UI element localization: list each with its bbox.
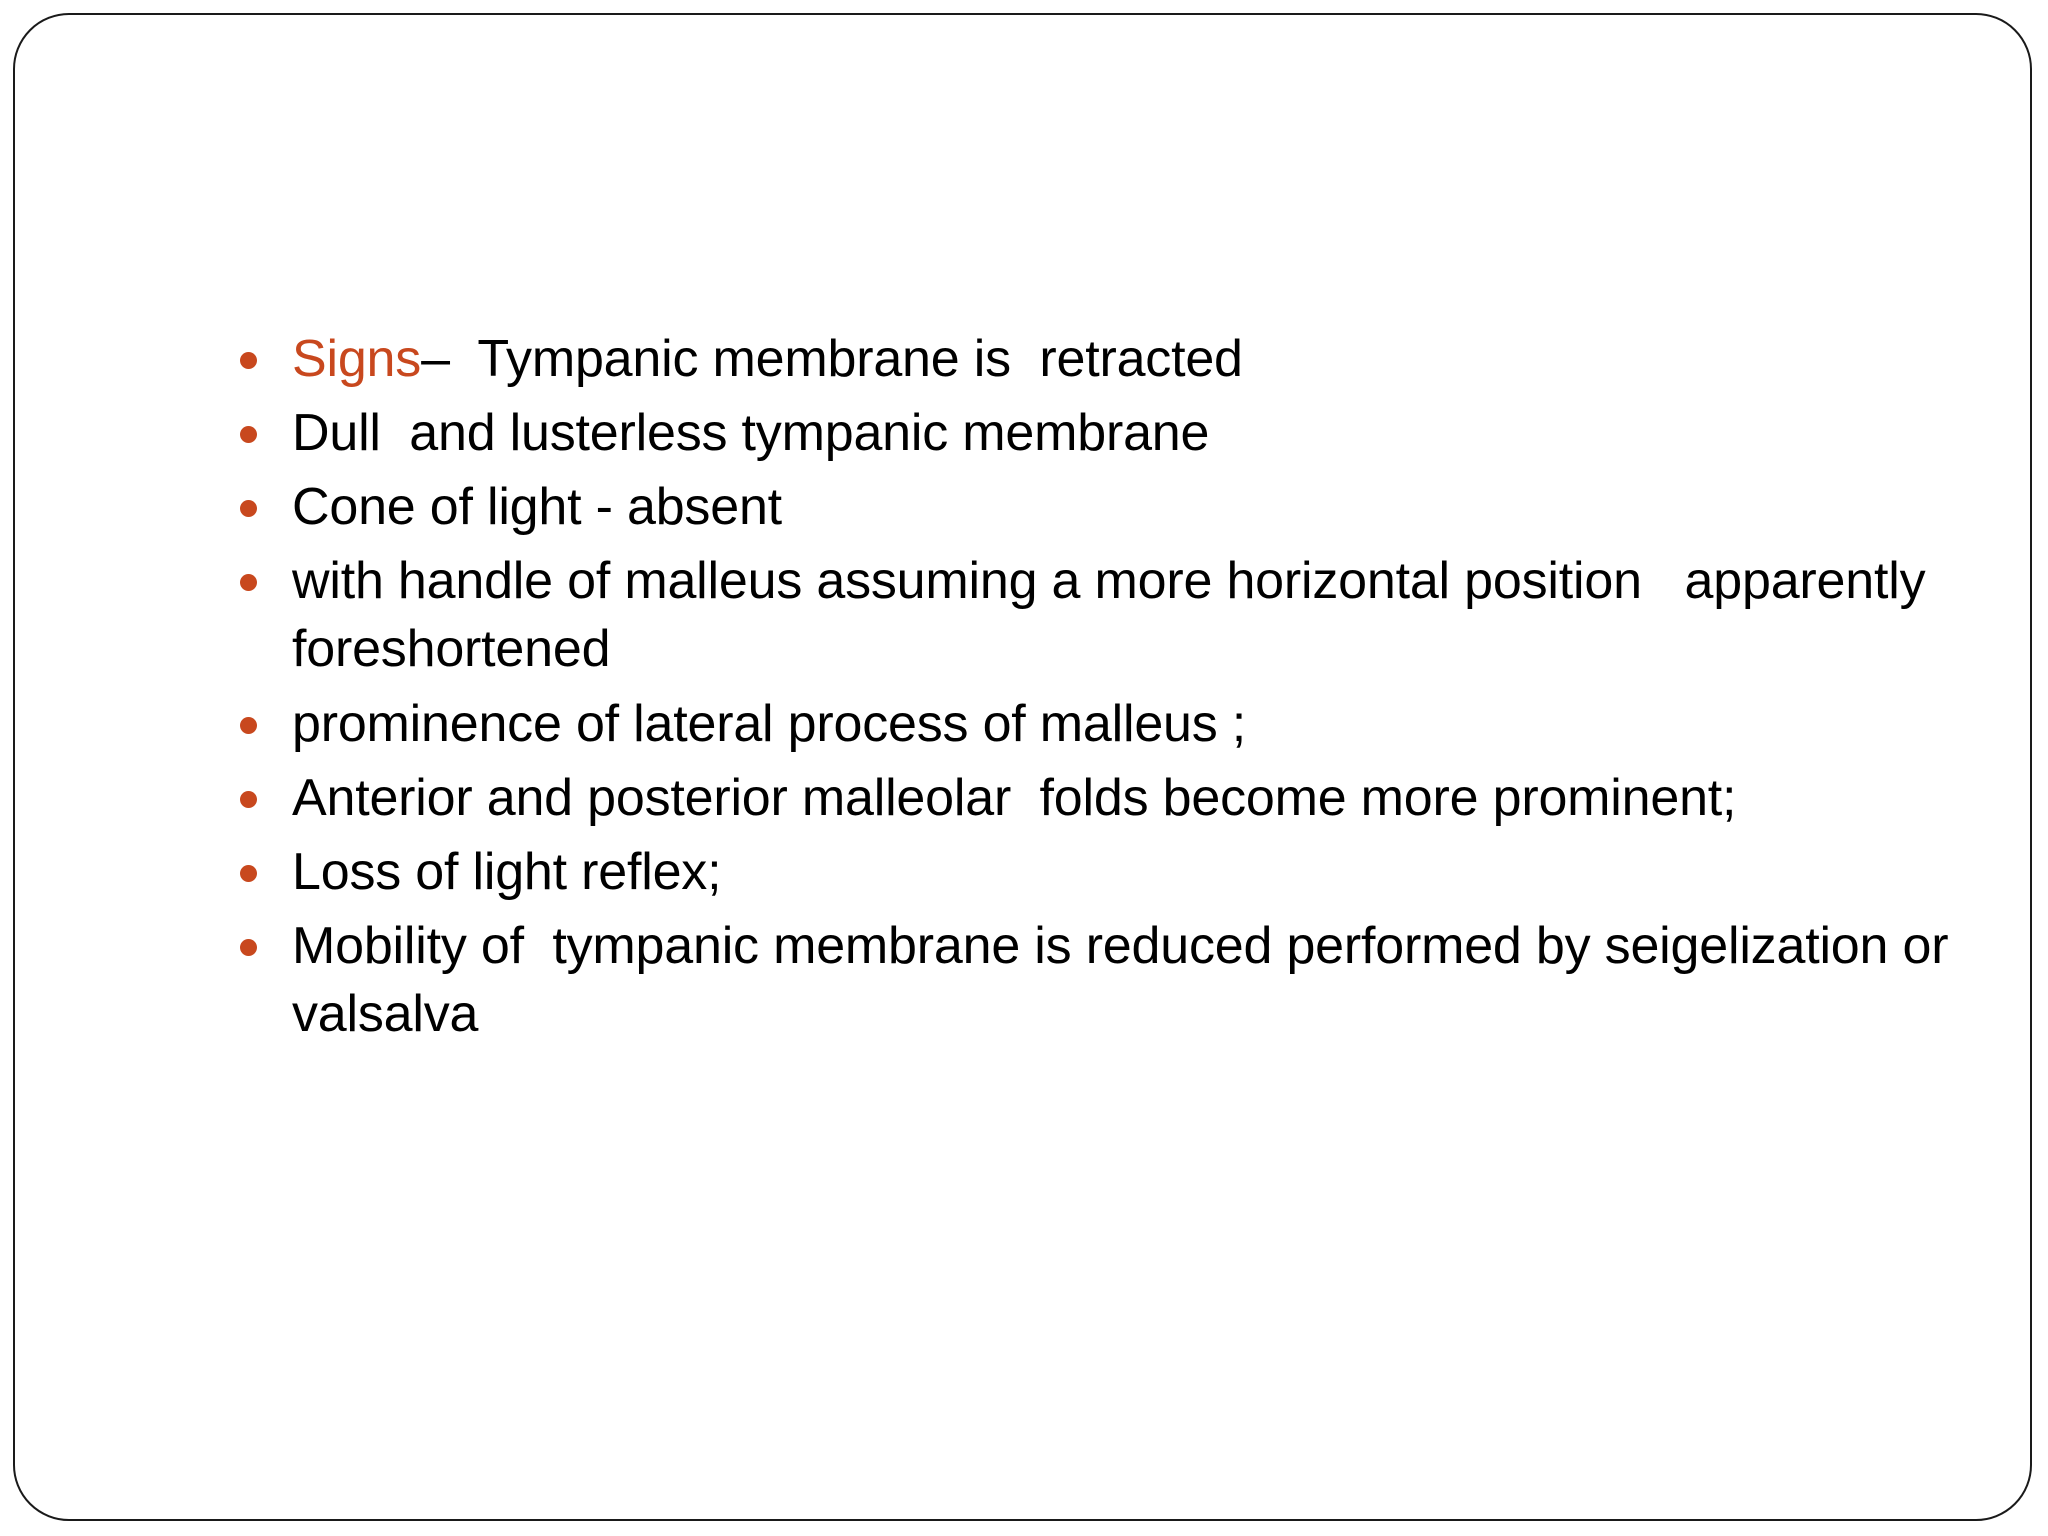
list-item[interactable]: Loss of light reflex;	[230, 838, 1970, 906]
list-item[interactable]: Signs– Tympanic membrane is retracted	[230, 325, 1970, 393]
bullet-text: – Tympanic membrane is retracted	[421, 330, 1243, 388]
bullet-text: Anterior and posterior malleolar folds b…	[292, 768, 1737, 827]
slide-body-content: Signs– Tympanic membrane is retracted Du…	[230, 325, 1970, 1054]
slide-frame: Signs– Tympanic membrane is retracted Du…	[13, 13, 2032, 1521]
list-item[interactable]: Anterior and posterior malleolar folds b…	[230, 764, 1970, 832]
list-item[interactable]: Mobility of tympanic membrane is reduced…	[230, 912, 1970, 1048]
list-item[interactable]: prominence of lateral process of malleus…	[230, 690, 1970, 758]
bullet-text: prominence of lateral process of malleus…	[292, 694, 1247, 753]
bullet-text: Loss of light reflex;	[292, 842, 722, 901]
list-item[interactable]: Dull and lusterless tympanic membrane	[230, 399, 1970, 467]
bullet-dot-icon	[240, 864, 257, 882]
bullet-list: Signs– Tympanic membrane is retracted Du…	[230, 325, 1970, 1048]
bullet-dot-icon	[240, 574, 257, 592]
bullet-text: Cone of light - absent	[292, 478, 782, 537]
bullet-text: Dull and lusterless tympanic membrane	[292, 404, 1210, 463]
bullet-dot-icon	[240, 352, 257, 370]
bullet-text: with handle of malleus assuming a more h…	[292, 552, 1969, 679]
bullet-text: Mobility of tympanic membrane is reduced…	[292, 916, 1992, 1043]
bullet-lead-word: Signs	[292, 330, 422, 388]
bullet-dot-icon	[240, 426, 257, 444]
list-item[interactable]: with handle of malleus assuming a more h…	[230, 547, 1970, 683]
bullet-dot-icon	[240, 790, 257, 808]
bullet-dot-icon	[240, 716, 257, 734]
list-item[interactable]: Cone of light - absent	[230, 473, 1970, 541]
bullet-dot-icon	[240, 500, 257, 518]
bullet-dot-icon	[240, 938, 257, 956]
